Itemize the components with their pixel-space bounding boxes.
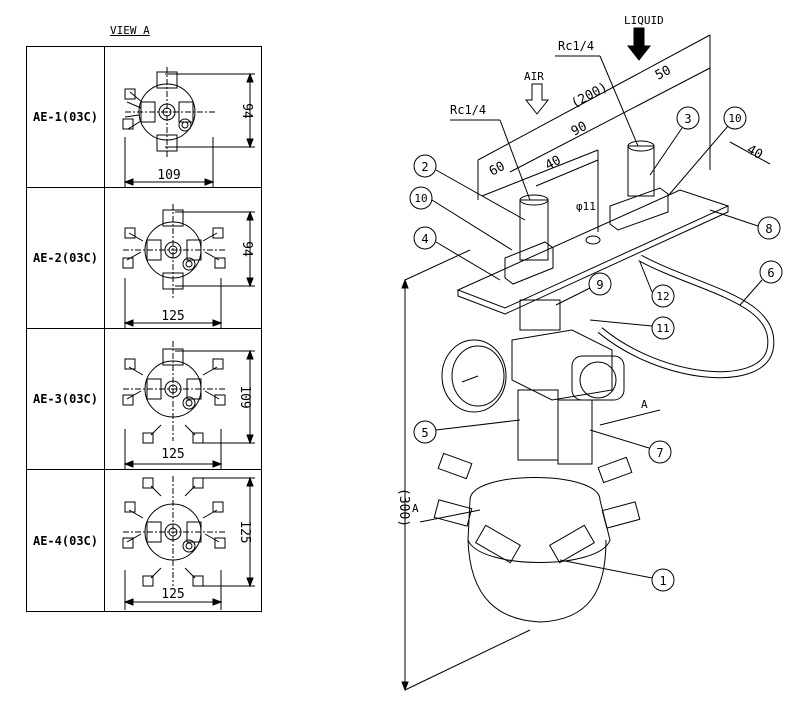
liquid-arrow-icon: [626, 27, 652, 61]
nozzle-layout-drawing: 125 125: [122, 476, 255, 610]
dim-40b: 40: [744, 142, 765, 163]
width-dimension: 109: [157, 168, 180, 183]
balloon-text: 5: [421, 426, 428, 440]
balloon-4: [413, 226, 437, 250]
table-row: AE-1(03C): [27, 47, 261, 188]
air-inlet-fitting: [519, 199, 549, 261]
view-drawing-ae3: 125 109: [105, 329, 261, 469]
balloon-1: [651, 568, 675, 592]
liquid-port-label: Rc1/4: [558, 39, 594, 53]
fitting-9: [519, 299, 561, 331]
width-dimension: 125: [161, 587, 184, 602]
view-a-table: AE-1(03C): [26, 46, 262, 612]
height-dimension: 94: [239, 241, 254, 257]
balloon-9: [588, 272, 612, 296]
section-a-bottom: A: [412, 502, 419, 515]
regulator-body: [511, 329, 613, 401]
dim-50: 50: [653, 63, 674, 84]
liquid-label: LIQUID: [624, 14, 664, 27]
assembly-drawing: LIQUID AIR Rc1/4 Rc1/4 (200) 50 90 60 40…: [396, 14, 783, 692]
nozzle: [437, 452, 473, 480]
balloon-text: 11: [656, 322, 669, 335]
pressure-gauge: [441, 339, 507, 413]
air-label: AIR: [524, 70, 544, 83]
table-row: AE-2(03C): [27, 188, 261, 329]
nozzle: [597, 456, 633, 484]
valve-7: [557, 399, 593, 465]
air-port-label: Rc1/4: [450, 103, 486, 117]
section-a-top: A: [641, 398, 648, 411]
height-dimension: 109: [237, 385, 252, 408]
balloon-6: [759, 260, 783, 284]
width-dimension: 125: [161, 309, 184, 324]
nozzle: [601, 501, 641, 529]
balloon-text: 7: [656, 446, 663, 460]
balloon-text: 1: [659, 574, 666, 588]
nozzle-layout-drawing: 109 94: [122, 67, 255, 187]
tank: [467, 539, 607, 623]
dim-40a: 40: [543, 153, 564, 174]
model-label: AE-2(03C): [27, 188, 105, 328]
view-title: VIEW A: [110, 24, 150, 37]
balloon-text: 2: [421, 160, 428, 174]
balloon-text: 10: [414, 192, 427, 205]
dim-hole: φ11: [576, 200, 596, 213]
view-drawing-ae4: 125 125: [105, 470, 261, 611]
view-drawing-ae2: 125 94: [105, 188, 261, 328]
model-label: AE-4(03C): [27, 470, 105, 611]
balloon-11: [651, 316, 675, 340]
liquid-inlet-fitting: [627, 145, 655, 197]
nozzle: [474, 524, 522, 564]
dim-height: (300): [396, 488, 411, 527]
nozzle-layout-drawing: 125 94: [122, 204, 255, 328]
balloon-2: [413, 154, 437, 178]
balloon-text: 12: [656, 290, 669, 303]
view-drawing-ae1: 109 94: [105, 47, 261, 187]
balloon-8: [757, 216, 781, 240]
table-row: AE-4(03C): [27, 470, 261, 611]
balloon-text: 6: [767, 266, 774, 280]
dim-total: (200): [569, 80, 611, 112]
nozzle: [548, 524, 596, 564]
table-row: AE-3(03C): [27, 329, 261, 470]
balloon-10: [409, 186, 433, 210]
balloon-10b: [723, 106, 747, 130]
balloon-text: 9: [596, 278, 603, 292]
regulator-knob: [571, 355, 625, 401]
bracket: [504, 241, 554, 285]
dim-60: 60: [487, 159, 508, 180]
balloon-12: [651, 284, 675, 308]
balloon-text: 10: [728, 112, 741, 125]
air-arrow-icon: [524, 83, 550, 115]
balloon-text: 4: [421, 232, 428, 246]
nozzle-manifold: [467, 477, 611, 563]
nozzle: [433, 499, 473, 527]
dim-90: 90: [569, 119, 590, 140]
balloon-text: 8: [765, 222, 772, 236]
balloon-7: [648, 440, 672, 464]
balloon-5: [413, 420, 437, 444]
width-dimension: 125: [161, 447, 184, 462]
nozzle-layout-drawing: 125 109: [122, 341, 255, 469]
height-dimension: 125: [237, 520, 252, 543]
balloon-3: [676, 106, 700, 130]
balloon-text: 3: [684, 112, 691, 126]
model-label: AE-3(03C): [27, 329, 105, 469]
height-dimension: 94: [239, 103, 254, 119]
bracket: [609, 187, 669, 231]
model-label: AE-1(03C): [27, 47, 105, 187]
